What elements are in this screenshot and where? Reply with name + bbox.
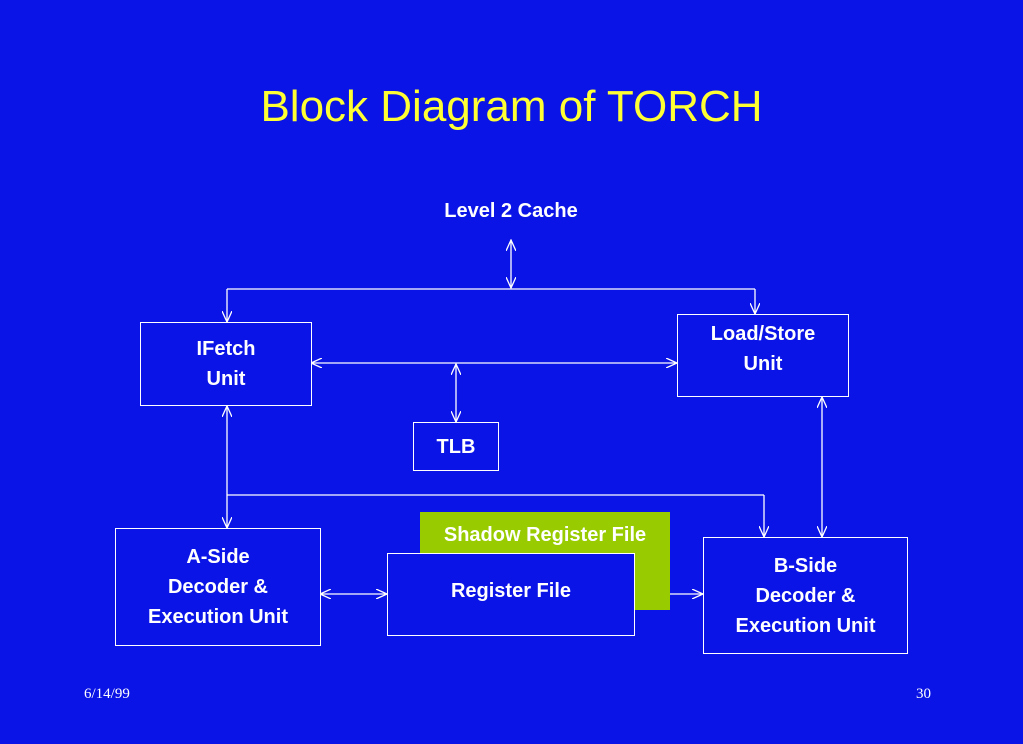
ifetch-line2: Unit: [206, 368, 246, 390]
slide-page-number: 30: [916, 686, 931, 702]
tlb-box: TLB: [413, 422, 499, 471]
load-store-unit-box: Load/Store Unit: [677, 314, 849, 397]
ifetch-line1: IFetch: [196, 338, 256, 360]
level2-cache-label: Level 2 Cache: [444, 200, 578, 222]
b-side-line3: Execution Unit: [735, 614, 876, 637]
slide-date: 6/14/99: [84, 686, 130, 702]
b-side-line1: B-Side: [773, 554, 838, 577]
a-side-decoder-box: A-Side Decoder & Execution Unit: [115, 528, 321, 646]
a-side-line3: Execution Unit: [147, 606, 288, 628]
b-side-decoder-box: B-Side Decoder & Execution Unit: [703, 537, 908, 654]
load-store-line1: Load/Store: [710, 322, 816, 345]
tlb-label: TLB: [436, 435, 476, 458]
a-side-line1: A-Side: [186, 546, 250, 568]
shadow-register-file-label: Shadow Register File: [443, 524, 647, 546]
ifetch-unit-box: IFetch Unit: [140, 322, 312, 406]
a-side-line2: Decoder &: [167, 576, 268, 598]
register-file-box: Register File: [387, 553, 635, 636]
b-side-line2: Decoder &: [755, 584, 856, 607]
slide-title: Block Diagram of TORCH: [260, 82, 763, 131]
register-file-label: Register File: [450, 580, 572, 602]
load-store-line2: Unit: [743, 352, 783, 375]
